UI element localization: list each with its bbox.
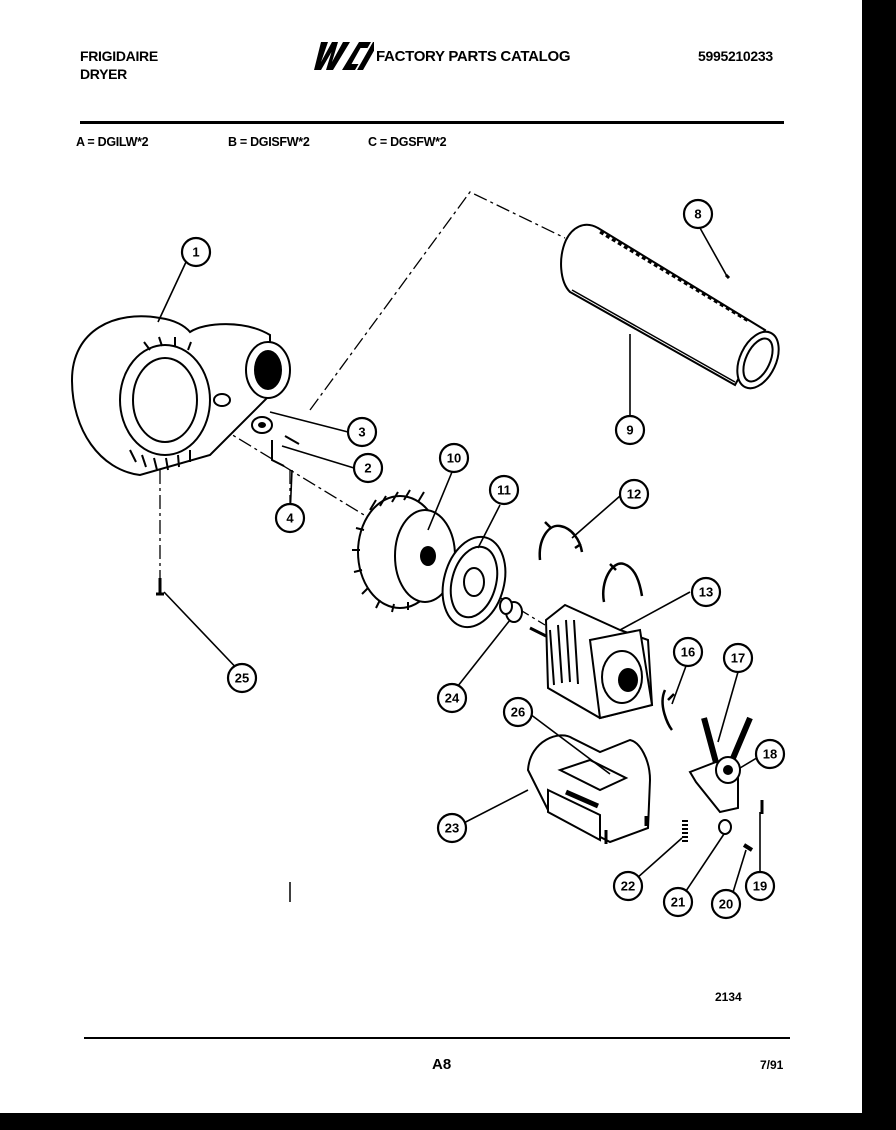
callout-label: 2 xyxy=(364,461,371,476)
callout-3: 3 xyxy=(346,416,378,448)
callout-19: 19 xyxy=(744,870,776,902)
callout-20: 20 xyxy=(710,888,742,920)
callout-21: 21 xyxy=(662,886,694,918)
callout-2: 2 xyxy=(352,452,384,484)
callout-label: 4 xyxy=(286,511,294,526)
callout-label: 1 xyxy=(192,245,199,260)
page-number: A8 xyxy=(432,1056,452,1073)
scan-border-right xyxy=(862,0,896,1130)
footer-rule xyxy=(84,1037,790,1039)
brand-name: FRIGIDAIRE xyxy=(80,48,158,64)
callout-10: 10 xyxy=(438,442,470,474)
model-c-label: C = DGSFW*2 xyxy=(368,135,447,149)
callout-17: 17 xyxy=(722,642,754,674)
hardware-part xyxy=(682,800,764,852)
motor-clamp-part xyxy=(538,521,644,603)
catalog-title: FACTORY PARTS CATALOG xyxy=(376,48,571,65)
callout-11: 11 xyxy=(488,474,520,506)
product-name: DRYER xyxy=(80,66,127,82)
drawing-number: 2134 xyxy=(715,990,742,1004)
callout-label: 21 xyxy=(671,895,685,910)
callout-label: 17 xyxy=(731,651,745,666)
callout-label: 22 xyxy=(621,879,635,894)
collar-part xyxy=(499,597,523,623)
callout-label: 25 xyxy=(235,671,249,686)
catalog-date: 7/91 xyxy=(760,1058,784,1072)
callout-8: 8 xyxy=(682,198,714,230)
callout-12: 12 xyxy=(618,478,650,510)
callout-23: 23 xyxy=(436,812,468,844)
callout-label: 8 xyxy=(694,207,701,222)
exploded-parts-diagram: 1 2 3 4 8 9 10 11 12 13 16 17 18 19 20 2… xyxy=(70,191,786,920)
callout-1: 1 xyxy=(180,236,212,268)
callout-24: 24 xyxy=(436,682,468,714)
callout-22: 22 xyxy=(612,870,644,902)
callout-label: 16 xyxy=(681,645,695,660)
spring-clip-part xyxy=(661,689,675,731)
callout-label: 9 xyxy=(626,423,633,438)
exhaust-duct-part xyxy=(560,223,780,390)
drive-motor-part xyxy=(529,603,654,720)
callout-9: 9 xyxy=(614,414,646,446)
callout-label: 13 xyxy=(699,585,713,600)
duct-fittings-part xyxy=(251,416,300,467)
mounting-screw-part xyxy=(156,578,164,596)
model-a-label: A = DGILW*2 xyxy=(76,135,149,149)
callout-label: 24 xyxy=(445,691,460,706)
callout-label: 11 xyxy=(497,483,511,498)
callout-label: 18 xyxy=(763,747,777,762)
callout-25: 25 xyxy=(226,662,258,694)
header-rule xyxy=(80,121,784,124)
wci-logo xyxy=(314,42,374,70)
callout-4: 4 xyxy=(274,502,306,534)
callout-label: 20 xyxy=(719,897,733,912)
callout-label: 26 xyxy=(511,705,525,720)
callout-26: 26 xyxy=(502,696,534,728)
callout-label: 3 xyxy=(358,425,365,440)
motor-mount-part xyxy=(526,734,652,844)
callout-18: 18 xyxy=(754,738,786,770)
callout-label: 12 xyxy=(627,487,641,502)
blower-seal-part xyxy=(441,535,507,629)
catalog-part-number: 5995210233 xyxy=(698,48,773,64)
callout-label: 19 xyxy=(753,879,767,894)
callout-label: 10 xyxy=(447,451,461,466)
blower-housing-part xyxy=(70,315,291,477)
blower-wheel-part xyxy=(352,489,456,613)
callout-16: 16 xyxy=(672,636,704,668)
scan-border-bottom xyxy=(0,1113,896,1130)
callout-13: 13 xyxy=(690,576,722,608)
model-b-label: B = DGISFW*2 xyxy=(228,135,310,149)
callout-label: 23 xyxy=(445,821,459,836)
idler-pulley-part xyxy=(688,716,753,814)
